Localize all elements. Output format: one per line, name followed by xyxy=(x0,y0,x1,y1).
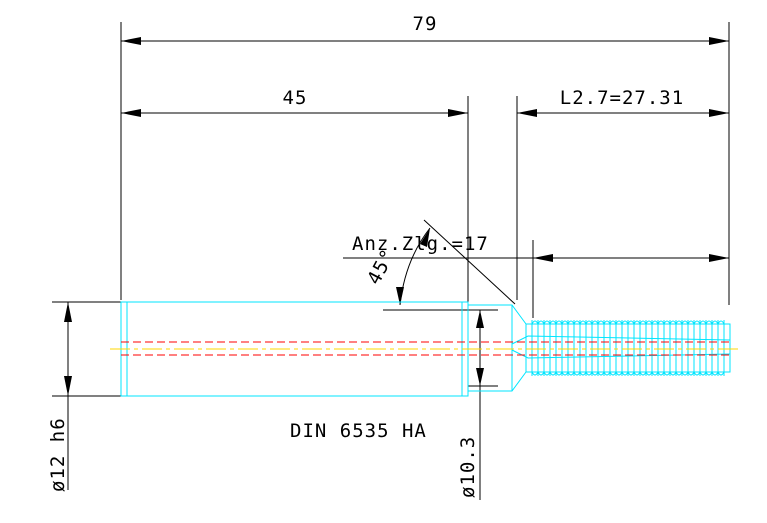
shank-diameter-label: ø12 h6 xyxy=(47,417,69,492)
neck-diameter-label: ø10.3 xyxy=(457,436,479,498)
dimension-shank-diameter: ø12 h6 xyxy=(47,301,121,492)
dimension-overall-length: 79 xyxy=(120,13,730,305)
dimension-teeth-count: Anz.Zlg.=17 xyxy=(343,233,729,318)
overall-length-label: 79 xyxy=(413,13,438,35)
shank-length-label: 45 xyxy=(283,87,308,109)
tool-neck xyxy=(468,304,527,392)
standard-label: DIN 6535 HA xyxy=(290,420,427,442)
teeth-count-label: Anz.Zlg.=17 xyxy=(352,233,489,255)
dimension-thread-length: L2.7=27.31 xyxy=(516,87,729,300)
thread-length-label: L2.7=27.31 xyxy=(560,87,684,109)
coolant-channel xyxy=(121,341,730,356)
dimension-shank-length: 45 xyxy=(121,87,469,305)
dimension-neck-diameter: ø10.3 xyxy=(457,309,498,500)
